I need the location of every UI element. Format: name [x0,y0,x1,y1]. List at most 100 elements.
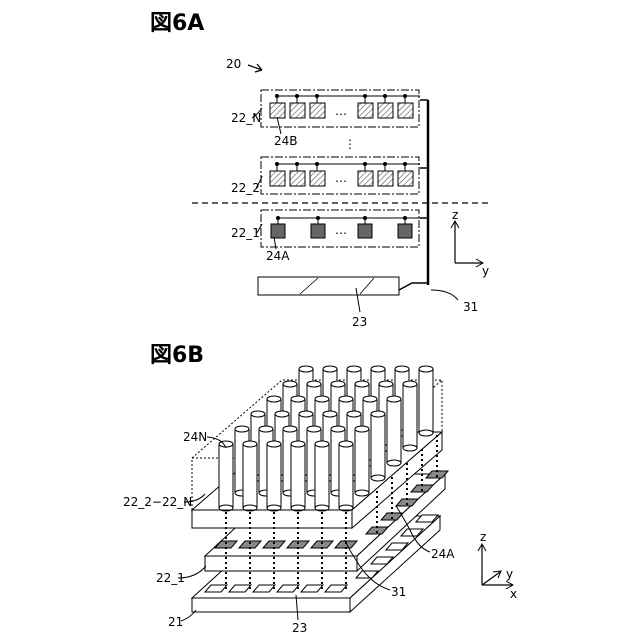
pillar-top [259,426,273,432]
layer-22-1-plate-front [205,556,357,571]
pillar-top [315,441,329,447]
axes-6b: z y x [478,530,517,601]
pillar-body [403,384,417,448]
figure-6b: 図6B 24N [123,343,517,635]
pillar-body [371,414,385,478]
figure-6a: 図6A 20 … 22_N 24B ⋮ … 22_2 … 22_1 [150,11,490,329]
element-24b [290,171,305,186]
pillar-body [291,444,305,508]
pillar-body [315,444,329,508]
element-24a [271,224,285,238]
pillar-body [355,429,369,493]
figure-6b-title: 図6B [150,343,204,368]
stack-label: 22_2−22_N [123,495,192,509]
elem-24b-label: 24B [274,134,298,148]
pillar-top [355,381,369,387]
pillar-top [363,396,377,402]
axis-y-b-line [482,572,500,585]
layer-22-n-ellipsis: … [335,104,347,118]
axis-z-label: z [452,208,458,222]
figure-6a-title: 図6A [150,11,204,36]
layer-22-2-ellipsis: … [335,171,347,185]
axes-6a: z y [451,208,489,278]
pillar-top [371,411,385,417]
element-24b [270,103,285,118]
pillar-top [331,381,345,387]
pillar-top [371,366,385,372]
pillar-top [267,396,281,402]
pillar-top [307,426,321,432]
pillar-top [323,366,337,372]
pillars-24n-label: 24N [183,430,207,444]
device-ref-label: 20 [226,57,241,71]
substrate-23-label: 23 [352,315,367,329]
layer-22-1-ellipsis: … [335,223,347,237]
layer-22-1: … [261,210,420,247]
element-24a-node [403,216,407,220]
element-24b [290,103,305,118]
pillar-top [275,411,289,417]
element-24b [310,103,325,118]
pillar-body [419,369,433,433]
pillar-top [251,411,265,417]
pillar-body [219,444,233,508]
pillar-top [403,381,417,387]
base-21-label: 21 [168,615,183,629]
pillar-top [395,366,409,372]
pillar-top [339,396,353,402]
elem-24a-b-label: 24A [431,547,455,561]
layer-22-2: … [261,157,420,194]
element-24b [270,171,285,186]
vertical-ellipsis: ⋮ [344,137,356,151]
pillar-top [323,411,337,417]
pillar-top [307,381,321,387]
pillar-top [243,441,257,447]
pillar-body [267,444,281,508]
pillar-top [291,396,305,402]
element-24b [378,171,393,186]
wire-31-substrate-link [399,283,428,290]
pillar-top [419,366,433,372]
axis-y-label: y [482,264,489,278]
pillar-top [291,441,305,447]
pillar-body [387,399,401,463]
layer-stack-front [192,510,352,528]
pillar-top [283,381,297,387]
element-24b [358,103,373,118]
pillar-top [347,366,361,372]
element-24a [358,224,372,238]
axis-x-b-label: x [510,587,517,601]
pillar-top [339,441,353,447]
pillar-top [283,426,297,432]
pillar-top [299,411,313,417]
pillar-body [339,444,353,508]
pillar-top [387,396,401,402]
elem-24b-leader [277,117,281,134]
pillar-top [315,396,329,402]
element-24b [310,171,325,186]
wire-31-label: 31 [463,300,478,314]
axis-z-b-label: z [480,530,486,544]
element-24b [358,171,373,186]
axis-y-b-label: y [506,567,513,581]
substrate-23-b-label: 23 [292,621,307,635]
element-24a [311,224,325,238]
layer-22-n-label: 22_N [231,111,261,125]
element-24a [398,224,412,238]
element-24a-node [276,216,280,220]
pillar-top [355,426,369,432]
substrate-23 [258,277,399,295]
element-24b [378,103,393,118]
pillar-top [331,426,345,432]
layer-22-2-label: 22_2 [231,181,260,195]
base-plate-21-front [192,598,350,612]
element-24a-node [363,216,367,220]
device-ref-arrow-icon [248,64,262,72]
pillar-top [347,411,361,417]
pillar-body [243,444,257,508]
element-24b [398,103,413,118]
layer-22-1-label: 22_1 [231,226,260,240]
elem-24a-label: 24A [266,249,290,263]
pillar-top [235,426,249,432]
